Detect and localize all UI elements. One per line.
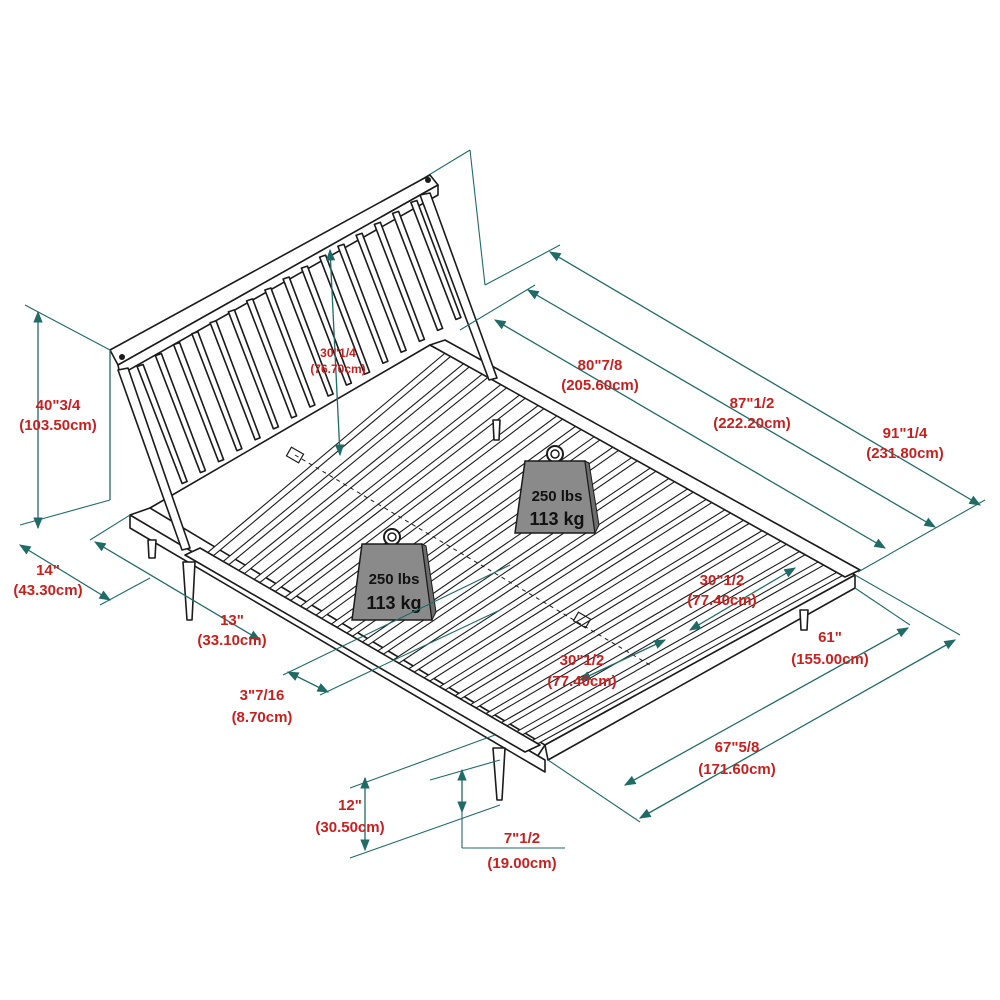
headboard-offset-imperial: 13" xyxy=(220,612,244,629)
rail-height-imperial: 3"7/16 xyxy=(240,687,285,704)
headboard-spindle xyxy=(136,363,188,485)
headboard-spindle xyxy=(373,221,426,343)
frame-length-imperial: 87"1/2 xyxy=(730,395,775,412)
headboard-spindle xyxy=(227,309,280,430)
headboard-spindle xyxy=(337,243,389,365)
headboard-spindle xyxy=(191,330,243,452)
headboard-spindle xyxy=(209,319,261,441)
headboard-spindle xyxy=(410,199,462,321)
leg-clearance-metric: (30.50cm) xyxy=(315,819,384,836)
frame-length-metric: (222.20cm) xyxy=(713,415,791,432)
rail-height-metric: (8.70cm) xyxy=(232,709,293,726)
inner-width-metric: (155.00cm) xyxy=(791,651,869,668)
headboard-spindle xyxy=(282,276,334,397)
headboard-spindle xyxy=(245,298,298,419)
weight-label-kg: 113 kg xyxy=(529,509,584,529)
headboard-spindle xyxy=(172,341,225,463)
spindle-height-imperial: 30"1/4 xyxy=(320,346,356,360)
leg-clearance-imperial: 12" xyxy=(338,797,362,814)
headboard-spindle xyxy=(391,210,444,332)
weight-label-lbs: 250 lbs xyxy=(532,488,583,505)
slat-span-center-metric: (77.40cm) xyxy=(547,673,616,690)
slat-span-right-imperial: 30"1/2 xyxy=(700,572,745,589)
overall-length-imperial: 91"1/4 xyxy=(883,425,928,442)
headboard-offset-metric: (33.10cm) xyxy=(197,632,266,649)
headboard-spindle xyxy=(264,287,316,408)
leg-height-imperial: 7"1/2 xyxy=(504,830,540,847)
slat-span-right-metric: (77.40cm) xyxy=(687,592,756,609)
headboard-spindle xyxy=(355,232,407,354)
weight-label-kg: 113 kg xyxy=(366,593,421,613)
inner-length-metric: (205.60cm) xyxy=(561,377,639,394)
weight-label-lbs: 250 lbs xyxy=(369,571,420,588)
bed-frame xyxy=(109,149,861,801)
headboard-height-imperial: 40"3/4 xyxy=(36,397,81,414)
headboard-spindle xyxy=(154,352,207,474)
slat-span-center-imperial: 30"1/2 xyxy=(560,652,605,669)
overall-length-metric: (231.80cm) xyxy=(866,445,944,462)
dimension-labels: 40"3/4 (103.50cm) 30"1/4 (76.70cm) 80"7/… xyxy=(13,346,943,872)
weight-icon: 250 lbs 113 kg xyxy=(351,528,437,622)
inner-length-imperial: 80"7/8 xyxy=(578,357,623,374)
headboard-depth-imperial: 14" xyxy=(36,562,60,579)
spindle-height-metric: (76.70cm) xyxy=(310,362,365,376)
dimension-lines xyxy=(19,244,986,859)
overall-width-metric: (171.60cm) xyxy=(698,761,776,778)
headboard-height-metric: (103.50cm) xyxy=(19,417,97,434)
leg-height-metric: (19.00cm) xyxy=(487,855,556,872)
headboard-depth-metric: (43.30cm) xyxy=(13,582,82,599)
inner-width-imperial: 61" xyxy=(818,629,842,646)
overall-width-imperial: 67"5/8 xyxy=(715,739,760,756)
